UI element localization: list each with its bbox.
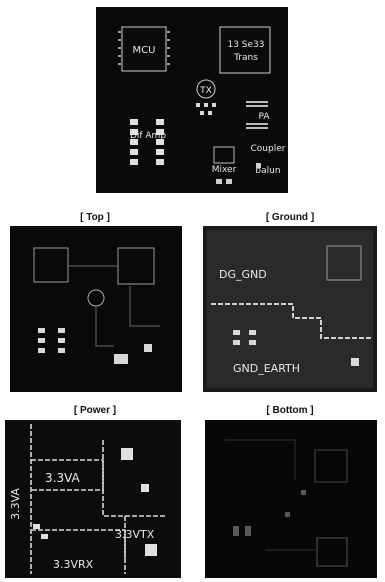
ground-label-dg: DG_GND — [219, 268, 267, 281]
top-layer-image — [10, 226, 182, 392]
transceiver-label-1: 13 Se33 — [227, 40, 264, 50]
power-label-3v3rx: 3.3VRX — [53, 558, 94, 571]
ground-label-earth: GND_EARTH — [233, 362, 300, 375]
ground-layer-image: DG_GND GND_EARTH — [203, 226, 377, 392]
transceiver-label-2: Trans — [233, 53, 258, 63]
layer-caption-ground: [ Ground ] — [265, 212, 315, 223]
bottom-layer-image — [205, 420, 377, 578]
power-label-3v3a: 3.3VA — [45, 471, 81, 485]
mcu-label: MCU — [133, 45, 156, 56]
coupler-label: Coupler — [251, 144, 286, 154]
tx-label: TX — [199, 86, 212, 96]
power-label-3v3tx: 3.3VTX — [115, 528, 155, 541]
diff-amp-label: Dif Amp — [130, 131, 166, 141]
mixer-label: Mixer — [212, 165, 237, 175]
layer-caption-bottom: [ Bottom ] — [266, 405, 314, 416]
balun-label: balun — [255, 166, 280, 176]
power-layer-image: 3.3VA 3.3VA 3.3VTX 3.3VRX — [5, 420, 181, 578]
pa-label: PA — [258, 112, 270, 122]
layer-caption-power: [ Power ] — [73, 405, 117, 416]
layer-caption-top: [ Top ] — [80, 212, 110, 223]
power-label-vertical: 3.3VA — [9, 488, 22, 520]
main-board-image: MCU 13 Se33 Trans TX PA Dif Amp Coupler … — [96, 7, 288, 193]
